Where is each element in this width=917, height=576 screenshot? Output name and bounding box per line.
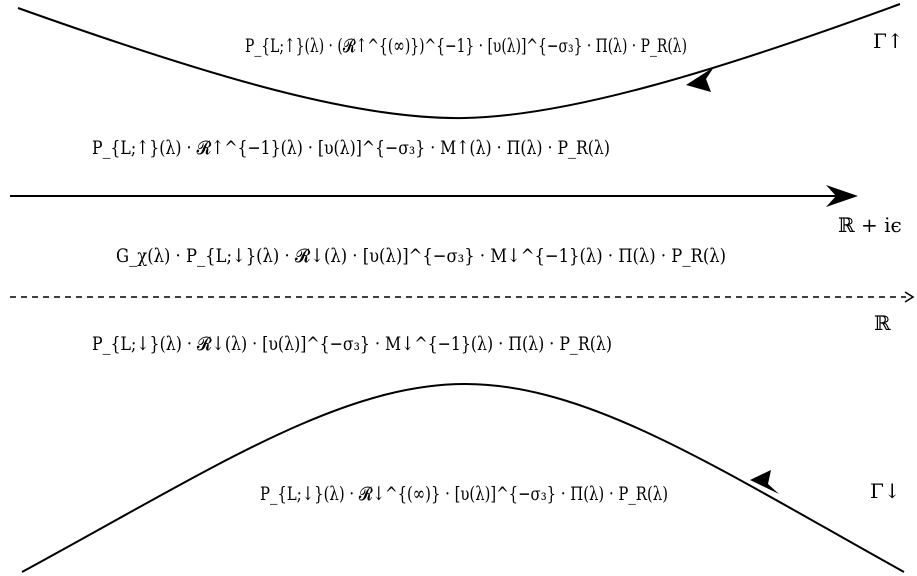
formula-between-shifted-axis-and-real-axis: G_χ(λ) · P_{L;↓}(λ) · 𝓡↓(λ) · [υ(λ)]^{−σ…	[116, 245, 726, 267]
gamma-down-arrowhead	[750, 470, 779, 494]
real-axis-label: ℝ	[874, 311, 891, 335]
shifted-axis-label: ℝ + iϵ	[838, 213, 902, 237]
formula-between-real-axis-and-gamma-down: P_{L;↓}(λ) · 𝓡↓(λ) · [υ(λ)]^{−σ₃} · M↓^{…	[92, 333, 612, 355]
gamma-up-arrowhead	[686, 67, 714, 92]
gamma-down-label: Γ↓	[870, 479, 901, 503]
formula-below-gamma-down: P_{L;↓}(λ) · 𝓡↓^{(∞)} · [υ(λ)]^{−σ₃} · Π…	[260, 483, 668, 505]
formula-between-gamma-up-and-shifted-axis: P_{L;↑}(λ) · 𝓡↑^{−1}(λ) · [υ(λ)]^{−σ₃} ·…	[92, 137, 610, 159]
formula-above-gamma-up: P_{L;↑}(λ) · (𝓡↑^{(∞)})^{−1} · [υ(λ)]^{−…	[245, 35, 687, 57]
gamma-up-contour	[17, 3, 901, 120]
gamma-up-label: Γ↑	[873, 29, 904, 53]
gamma-down-contour	[21, 382, 905, 573]
shifted-axis-arrowhead	[826, 185, 858, 207]
real-axis-arrowhead	[904, 291, 915, 303]
